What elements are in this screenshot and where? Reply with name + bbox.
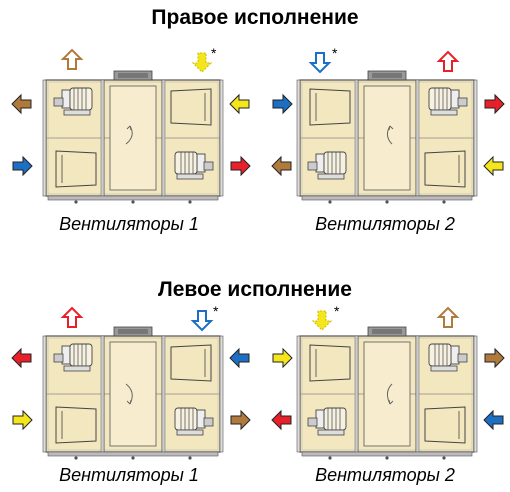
caption-right-fans-2: Вентиляторы 2 xyxy=(315,214,455,234)
asterisk: * xyxy=(334,303,340,319)
section-title-left: Левое исполнение xyxy=(158,278,352,301)
caption-right-fans-1: Вентиляторы 1 xyxy=(59,214,199,234)
unit-right-fans-2 xyxy=(296,70,478,205)
caption-left-fans-1: Вентиляторы 1 xyxy=(59,465,199,485)
extract-arrow xyxy=(310,52,330,73)
caption-left-fans-2: Вентиляторы 2 xyxy=(315,465,455,485)
unit-left-fans-1 xyxy=(42,326,224,461)
section-title-right: Правое исполнение xyxy=(151,6,359,29)
asterisk: * xyxy=(211,45,217,61)
exhaust-arrow xyxy=(62,49,82,70)
asterisk: * xyxy=(213,303,219,319)
outdoor-arrow xyxy=(192,52,212,73)
unit-left-fans-2 xyxy=(296,326,478,461)
unit-right-fans-1 xyxy=(42,70,224,205)
asterisk: * xyxy=(332,45,338,61)
